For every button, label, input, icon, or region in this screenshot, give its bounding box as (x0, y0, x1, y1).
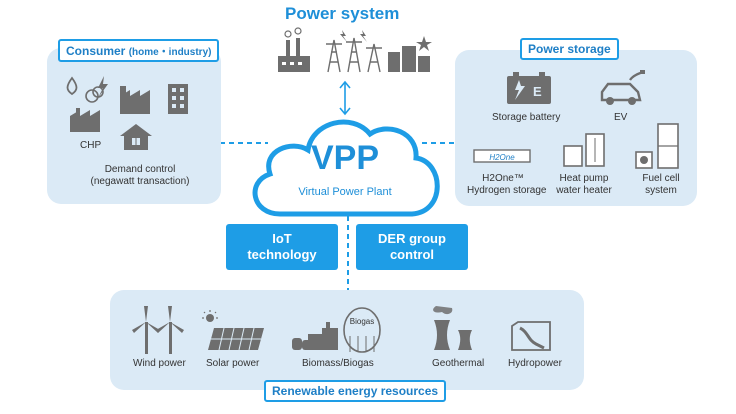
hydrogen-storage-label: H2One™ Hydrogen storage (467, 173, 547, 197)
hydrogen-line1: H2One™ (482, 173, 524, 184)
demand-control-line1: Demand control (104, 164, 176, 175)
fuel-cell-icon (635, 123, 679, 169)
h2one-icon: H2One (473, 149, 531, 163)
biomass-label: Biomass/Biogas (302, 358, 374, 369)
fuel-cell-line1: Fuel cell (642, 173, 680, 184)
hydrogen-line2: Hydrogen storage (467, 185, 547, 196)
iot-technology-box: IoT technology (226, 224, 338, 270)
heat-pump-label: Heat pump water heater (554, 173, 614, 197)
iot-line1: IoT (272, 231, 292, 246)
h2one-logo-text: H2One (489, 153, 515, 162)
battery-letter: E (533, 84, 542, 99)
power-storage-tag: Power storage (520, 38, 619, 60)
renewable-panel (110, 290, 584, 390)
ev-label: EV (614, 112, 628, 123)
consumer-tag-sub: (home・industry) (128, 47, 212, 58)
building-icon (168, 84, 188, 114)
heat-pump-line2: water heater (556, 185, 612, 196)
wind-turbine-icon (132, 306, 184, 354)
renewable-tag: Renewable energy resources (264, 380, 447, 402)
power-system-icon (278, 27, 432, 73)
storage-battery-label: Storage battery (492, 112, 561, 123)
heat-pump-icon (563, 133, 605, 167)
solar-power-label: Solar power (206, 358, 260, 369)
heat-pump-line1: Heat pump (559, 173, 609, 184)
vpp-title: VPP (310, 139, 380, 177)
wind-power-label: Wind power (133, 358, 186, 369)
power-exchange-arrow (339, 80, 351, 116)
der-line1: DER group (378, 231, 446, 246)
geothermal-label: Geothermal (432, 358, 485, 369)
biogas-tank-label: Biogas (350, 317, 374, 326)
biomass-biogas-icon: Biogas (292, 307, 381, 353)
fuel-cell-line2: system (645, 185, 677, 196)
geothermal-icon (433, 306, 472, 350)
hydropower-label: Hydropower (508, 358, 562, 369)
fuel-cell-label: Fuel cell system (636, 173, 686, 197)
demand-control-line2: (negawatt transaction) (90, 176, 190, 187)
solar-panel-icon (202, 310, 264, 351)
vpp-subtitle: Virtual Power Plant (298, 186, 392, 198)
factory-icon (120, 86, 150, 114)
demand-control-label: Demand control (negawatt transaction) (78, 164, 202, 188)
battery-icon: E (507, 72, 551, 104)
der-line2: control (389, 247, 435, 262)
consumer-tag-label: Consumer (66, 44, 126, 58)
chp-label: CHP (80, 140, 102, 151)
hydropower-icon (511, 321, 551, 351)
ev-icon (600, 70, 645, 105)
chp-icon (66, 76, 108, 132)
page-title: Power system (285, 4, 400, 23)
house-icon (120, 124, 152, 150)
power-storage-panel (455, 50, 697, 206)
der-group-control-box: DER group control (356, 224, 468, 270)
iot-line2: technology (247, 247, 317, 262)
consumer-tag: Consumer (home・industry) (58, 39, 220, 62)
vpp-cloud (252, 119, 440, 217)
